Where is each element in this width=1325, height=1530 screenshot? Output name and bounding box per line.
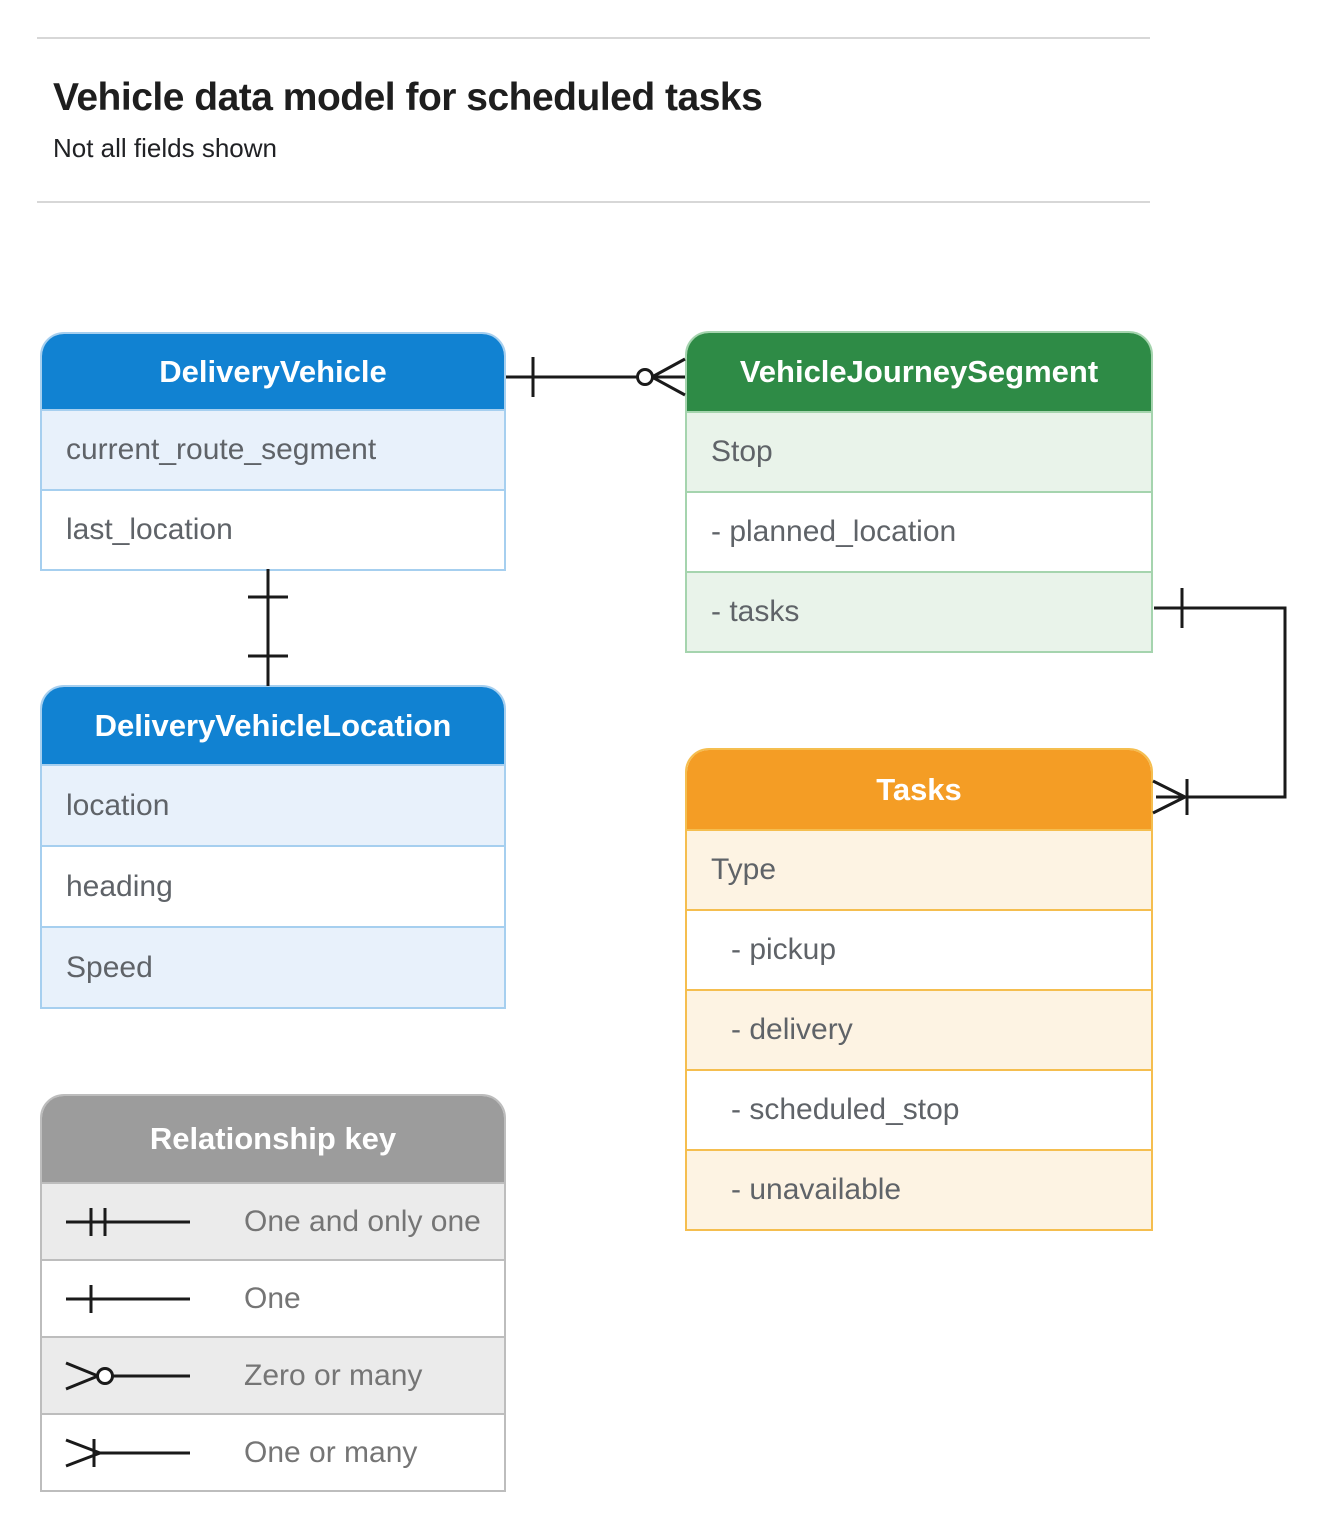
relationship-key-title: Relationship key [42, 1096, 504, 1182]
cardinality-one-icon [58, 1277, 216, 1321]
relationship-key: Relationship key One and only one [40, 1094, 506, 1492]
field-type: Type [687, 829, 1151, 909]
connector-vehiclejourneysegment-to-tasks [1152, 588, 1287, 815]
entity-tasks-title: Tasks [687, 750, 1151, 829]
field-heading: heading [42, 845, 504, 926]
entity-vehiclejourneysegment-title: VehicleJourneySegment [687, 333, 1151, 411]
field-pickup: - pickup [687, 909, 1151, 989]
legend-row-one: One [42, 1259, 504, 1336]
entity-deliveryvehiclelocation-fields: location heading Speed [42, 764, 504, 1007]
entity-deliveryvehicle-title: DeliveryVehicle [42, 334, 504, 409]
legend-row-zero-or-many: Zero or many [42, 1336, 504, 1413]
field-speed: Speed [42, 926, 504, 1007]
entity-deliveryvehiclelocation-title: DeliveryVehicleLocation [42, 687, 504, 764]
connector-deliveryvehicle-to-deliveryvehiclelocation [248, 569, 288, 686]
legend-row-one-and-only-one: One and only one [42, 1182, 504, 1259]
field-current-route-segment: current_route_segment [42, 409, 504, 489]
entity-vehiclejourneysegment-fields: Stop - planned_location - tasks [687, 411, 1151, 651]
entity-tasks-fields: Type - pickup - delivery - scheduled_sto… [687, 829, 1151, 1229]
cardinality-one-or-many-icon [58, 1431, 216, 1475]
page-title: Vehicle data model for scheduled tasks [53, 76, 763, 119]
entity-deliveryvehiclelocation: DeliveryVehicleLocation location heading… [40, 685, 506, 1009]
field-stop: Stop [687, 411, 1151, 491]
cardinality-one-and-only-one-icon [58, 1200, 216, 1244]
field-tasks: - tasks [687, 571, 1151, 651]
field-last-location: last_location [42, 489, 504, 569]
entity-deliveryvehicle-fields: current_route_segment last_location [42, 409, 504, 569]
legend-row-one-or-many: One or many [42, 1413, 504, 1490]
relationship-key-items: One and only one One [42, 1182, 504, 1490]
connector-deliveryvehicle-to-vehiclejourneysegment [506, 357, 686, 397]
divider-bottom [37, 201, 1150, 203]
field-unavailable: - unavailable [687, 1149, 1151, 1229]
cardinality-zero-or-many-icon [58, 1354, 216, 1398]
legend-label: One or many [244, 1435, 418, 1469]
entity-tasks: Tasks Type - pickup - delivery - schedul… [685, 748, 1153, 1231]
divider-top [37, 37, 1150, 39]
field-delivery: - delivery [687, 989, 1151, 1069]
field-planned-location: - planned_location [687, 491, 1151, 571]
entity-deliveryvehicle: DeliveryVehicle current_route_segment la… [40, 332, 506, 571]
legend-label: One and only one [244, 1204, 481, 1238]
legend-label: Zero or many [244, 1358, 423, 1392]
entity-vehiclejourneysegment: VehicleJourneySegment Stop - planned_loc… [685, 331, 1153, 653]
field-scheduled-stop: - scheduled_stop [687, 1069, 1151, 1149]
field-location: location [42, 764, 504, 845]
page-subtitle: Not all fields shown [53, 133, 277, 163]
legend-label: One [244, 1281, 301, 1315]
